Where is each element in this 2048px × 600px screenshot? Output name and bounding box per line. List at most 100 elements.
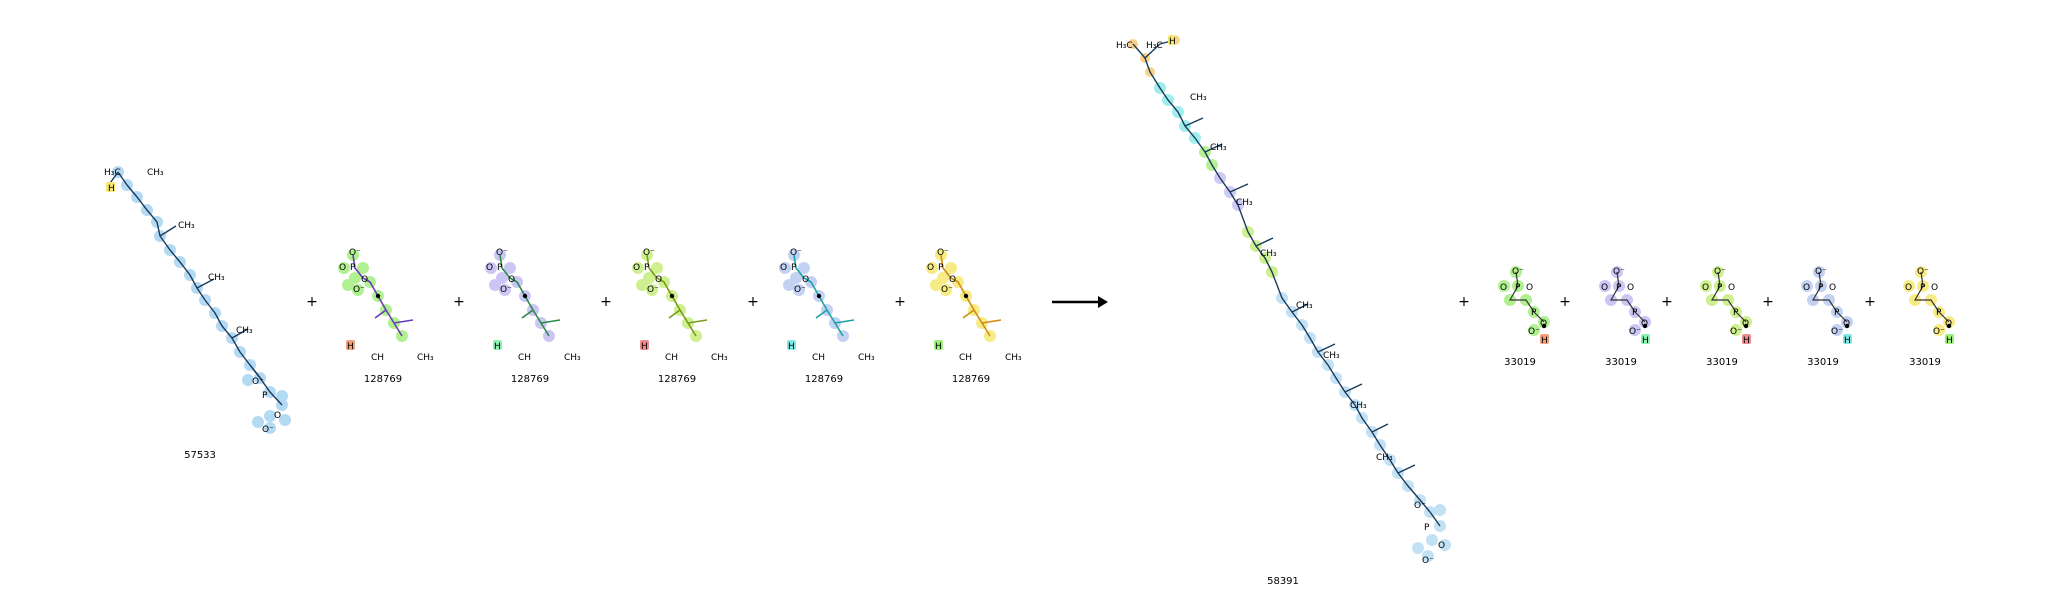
reactant-57533: H₃C CH₃ H CH₃ CH₃ CH₃ O⁻ P O O⁻ 57533: [104, 166, 291, 461]
h-highlight: [1843, 334, 1852, 344]
atom-o: O: [802, 275, 809, 285]
atom-ch3: CH₃: [147, 168, 164, 178]
atom-h: H: [108, 184, 115, 194]
atom-o-minus: O⁻: [349, 248, 361, 258]
atom-p: P: [1632, 308, 1638, 318]
atom-p: P: [1515, 283, 1521, 293]
atom-o-minus: O⁻: [643, 248, 655, 258]
radical-dot: [1946, 323, 1952, 329]
atom-o-minus: O⁻: [1629, 327, 1641, 337]
reactant-id: 128769: [658, 374, 696, 385]
atom-o: O: [1641, 319, 1648, 329]
atom-o: O: [274, 411, 281, 421]
atom-ch3: CH₃: [1350, 401, 1367, 411]
plus-sign: +: [1661, 294, 1673, 310]
atom-o: O: [927, 263, 934, 273]
atom-p: P: [262, 391, 268, 401]
atom-o-minus: O⁻: [1730, 327, 1742, 337]
atom-ch3: CH₃: [1296, 301, 1313, 311]
atom-o: O: [1728, 283, 1735, 293]
atom-o: O: [780, 263, 787, 273]
atom-o-minus: O⁻: [1933, 327, 1945, 337]
atom-h: H: [494, 342, 501, 352]
atom-p: P: [350, 263, 356, 273]
atom-h: H: [347, 342, 354, 352]
atom-o-minus: O⁻: [1815, 267, 1827, 277]
atom-o-minus: O⁻: [790, 248, 802, 258]
atom-ch3: CH₃: [1260, 249, 1277, 259]
atom-h: H: [641, 342, 648, 352]
product-id: 33019: [1909, 357, 1941, 368]
atom-ch3: CH₃: [417, 353, 434, 363]
radical-dot: [1844, 323, 1850, 329]
atom-ch: CH: [665, 353, 678, 363]
plus-sign: +: [1559, 294, 1571, 310]
radical-dot: [1541, 323, 1547, 329]
product-58391-highlight: [1128, 35, 1451, 562]
atom-h: H: [788, 342, 795, 352]
atom-ch: CH: [959, 353, 972, 363]
atom-o-minus: O⁻: [647, 285, 659, 295]
atom-ch3: CH₃: [564, 353, 581, 363]
bond: [981, 319, 1002, 324]
bond: [521, 309, 534, 319]
atom-p: P: [1531, 308, 1537, 318]
radical-dot: [522, 293, 528, 299]
h-highlight: [934, 340, 943, 350]
atom-o-minus: O⁻: [937, 248, 949, 258]
atom-o: O: [633, 263, 640, 273]
atom-o: O: [1526, 283, 1533, 293]
plus-sign: +: [600, 294, 612, 310]
molecule-bonds: [1811, 271, 1848, 323]
atom-h: H: [935, 342, 942, 352]
atom-o: O: [1601, 283, 1608, 293]
atom-ch3: CH₃: [178, 221, 195, 231]
atom-ch: CH: [518, 353, 531, 363]
atom-o-minus: O⁻: [1422, 556, 1434, 566]
molecule-highlight: [1903, 266, 1955, 336]
product-id: 33019: [1706, 357, 1738, 368]
atom-p: P: [938, 263, 944, 273]
atom-h3c: H₃C: [1146, 41, 1163, 51]
reactant-1-id: 57533: [184, 450, 216, 461]
atom-p: P: [1936, 308, 1942, 318]
reactant-id: 128769: [511, 374, 549, 385]
radical-dot: [963, 293, 969, 299]
atom-ch3: CH₃: [1236, 198, 1253, 208]
molecule-highlight: [926, 249, 996, 342]
product-1-id: 58391: [1267, 576, 1299, 587]
bond: [815, 309, 828, 319]
radical-dot: [1743, 323, 1749, 329]
atom-o: O: [949, 275, 956, 285]
atom-o: O: [1843, 319, 1850, 329]
atom-o-minus: O⁻: [1917, 267, 1929, 277]
bond: [687, 319, 708, 324]
atom-o: O: [1500, 283, 1507, 293]
bond: [393, 319, 414, 324]
product-58391: H₃C H₃C H CH₃ CH₃ CH₃ CH₃ CH₃ CH₃ CH₃ CH…: [1116, 35, 1451, 587]
atom-o: O: [1540, 319, 1547, 329]
product-id: 33019: [1605, 357, 1637, 368]
atom-h: H: [1169, 37, 1176, 47]
plus-sign: +: [1458, 294, 1470, 310]
molecule-bonds: [646, 254, 697, 337]
atom-h: H: [1946, 336, 1953, 346]
atom-p: P: [791, 263, 797, 273]
atom-o-minus: O⁻: [1714, 267, 1726, 277]
atom-o-minus: O⁻: [252, 377, 264, 387]
atom-ch3: CH₃: [1190, 93, 1207, 103]
atom-o: O: [1627, 283, 1634, 293]
atom-o: O: [1829, 283, 1836, 293]
atom-ch: CH: [812, 353, 825, 363]
atom-ch3: CH₃: [208, 273, 225, 283]
atom-o-minus: O⁻: [794, 285, 806, 295]
atom-o: O: [508, 275, 515, 285]
atom-o: O: [339, 263, 346, 273]
atom-o-minus: O⁻: [353, 285, 365, 295]
